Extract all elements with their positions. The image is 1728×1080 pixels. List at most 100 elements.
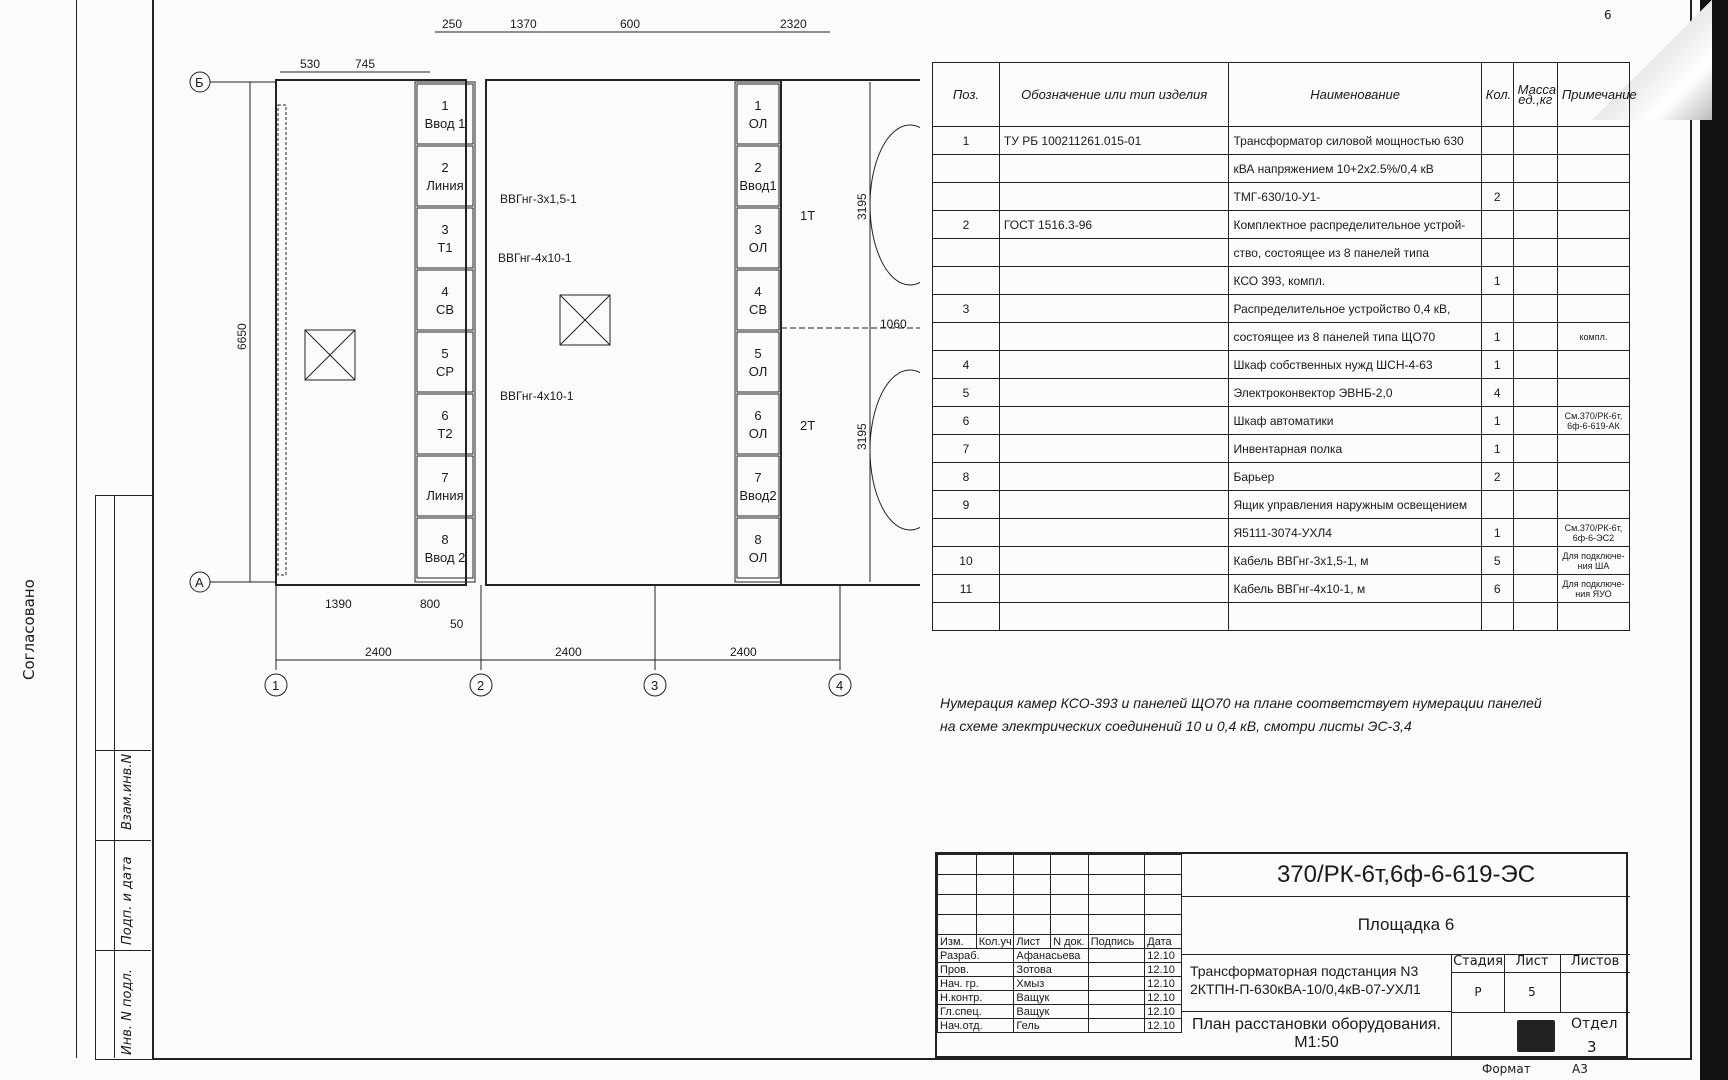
lv-panel-number: 1 bbox=[754, 98, 761, 113]
axis-marker-a bbox=[189, 571, 211, 593]
spec-cell bbox=[1556, 462, 1631, 491]
spec-cell: 1 bbox=[1480, 518, 1514, 547]
spec-cell bbox=[998, 238, 1230, 267]
spec-cell bbox=[1480, 294, 1514, 323]
revision-empty-cell bbox=[1013, 874, 1052, 895]
spec-cell: Комплектное распределительное устрой- bbox=[1228, 210, 1482, 239]
dim-top-3: 600 bbox=[620, 17, 640, 31]
axis-marker-b bbox=[189, 71, 211, 93]
sheets-value bbox=[1560, 972, 1630, 1013]
kso-panel-number: 6 bbox=[441, 408, 448, 423]
spec-cell: 2 bbox=[1480, 182, 1514, 211]
kso-panel-2 bbox=[416, 145, 474, 207]
plan-note-line-2: на схеме электрических соединений 10 и 0… bbox=[940, 718, 1412, 734]
spec-cell bbox=[932, 518, 1000, 547]
spec-cell: 1 bbox=[932, 126, 1000, 155]
revision-empty-row bbox=[937, 854, 1182, 875]
revision-empty-cell bbox=[1050, 894, 1089, 915]
revision-empty-cell bbox=[1087, 854, 1146, 875]
lv-panel-number: 2 bbox=[754, 160, 761, 175]
revision-empty-cell bbox=[1050, 914, 1089, 935]
revision-empty-row bbox=[937, 914, 1182, 935]
lv-panel-number: 8 bbox=[754, 532, 761, 547]
spec-cell: КСО 393, компл. bbox=[1228, 266, 1482, 295]
spec-cell: 11 bbox=[932, 574, 1000, 603]
axis-marker-4 bbox=[828, 673, 852, 697]
revision-header-cell: Подпись bbox=[1087, 934, 1146, 949]
signatory-name: Хмыз bbox=[1013, 976, 1089, 991]
drawing-frame bbox=[152, 0, 1692, 1060]
lv-panel-type: Ввод2 bbox=[739, 488, 776, 503]
spec-cell bbox=[932, 322, 1000, 351]
revision-empty-cell bbox=[975, 894, 1015, 915]
spec-cell bbox=[1480, 602, 1514, 631]
wall-left bbox=[277, 104, 287, 576]
signatory-signature bbox=[1087, 1004, 1146, 1019]
plan-note: Нумерация камер КСО-393 и панелей ЩО70 н… bbox=[940, 692, 1542, 738]
dim-bottom-2: 800 bbox=[420, 597, 440, 611]
spec-row: ство, состоящее из 8 панелей типа bbox=[932, 238, 1631, 267]
spec-cell bbox=[1556, 602, 1631, 631]
axis-marker-1 bbox=[264, 673, 288, 697]
spec-cell bbox=[1556, 210, 1631, 239]
revision-empty-cell bbox=[1013, 894, 1052, 915]
agreed-label: Согласовано bbox=[20, 579, 38, 680]
lv-column bbox=[734, 81, 782, 583]
lv-panel-7 bbox=[736, 455, 780, 517]
revision-header-cell: Кол.уч. bbox=[975, 934, 1015, 949]
sheet-label: Лист bbox=[1504, 954, 1561, 973]
lv-panel-type: ОЛ bbox=[749, 550, 768, 565]
spec-header-qty: Кол. bbox=[1480, 62, 1514, 127]
spec-cell bbox=[1512, 322, 1558, 351]
revision-empty-cell bbox=[1013, 854, 1052, 875]
spec-cell bbox=[1512, 266, 1558, 295]
revision-empty-cell bbox=[937, 894, 977, 915]
spec-header-name: Наименование bbox=[1228, 62, 1482, 127]
kso-panel-type: Т2 bbox=[437, 426, 452, 441]
revision-empty-cell bbox=[1144, 874, 1182, 895]
revision-empty-cell bbox=[1087, 914, 1146, 935]
signatory-signature bbox=[1087, 1018, 1146, 1033]
lv-panel-type: СВ bbox=[749, 302, 767, 317]
dept-value: 3 bbox=[1587, 1038, 1597, 1056]
swap-inv-label: Взам.инв.N bbox=[120, 753, 135, 830]
axis-a: А bbox=[195, 575, 204, 590]
signatory-signature bbox=[1087, 976, 1146, 991]
spec-cell bbox=[1228, 602, 1482, 631]
heater-2 bbox=[559, 294, 611, 346]
signatory-signature bbox=[1087, 962, 1146, 977]
kso-panel-type: Т1 bbox=[437, 240, 452, 255]
spec-cell: Шкаф автоматики bbox=[1228, 406, 1482, 435]
spec-cell: кВА напряжением 10+2х2.5%/0,4 кВ bbox=[1228, 154, 1482, 183]
spec-cell: Кабель ВВГнг-3х1,5-1, м bbox=[1228, 546, 1482, 575]
spec-cell bbox=[998, 182, 1230, 211]
spec-cell bbox=[932, 238, 1000, 267]
lv-panel-type: ОЛ bbox=[749, 116, 768, 131]
revision-empty-cell bbox=[1013, 914, 1052, 935]
page-edge-shadow bbox=[1700, 0, 1728, 1080]
spec-header-mass: Масса ед.,кг bbox=[1512, 62, 1558, 127]
spec-cell bbox=[998, 602, 1230, 631]
spec-cell bbox=[1480, 210, 1514, 239]
spec-cell: 6 bbox=[932, 406, 1000, 435]
spec-row: кВА напряжением 10+2х2.5%/0,4 кВ bbox=[932, 154, 1631, 183]
dim-top-1: 250 bbox=[442, 17, 462, 31]
kso-panel-type: Линия bbox=[426, 488, 463, 503]
format-label: Формат bbox=[1482, 1062, 1531, 1076]
lv-panel-type: ОЛ bbox=[749, 426, 768, 441]
spec-cell: 8 bbox=[932, 462, 1000, 491]
spec-cell bbox=[1512, 518, 1558, 547]
revision-empty-cell bbox=[1050, 874, 1089, 895]
spec-header-pos: Поз. bbox=[932, 62, 1000, 127]
signatory-role: Нач. гр. bbox=[936, 976, 1015, 991]
revision-empty-cell bbox=[975, 914, 1015, 935]
dim-top-2: 1370 bbox=[510, 17, 537, 31]
signatory-date: 12.10 bbox=[1144, 1004, 1182, 1019]
